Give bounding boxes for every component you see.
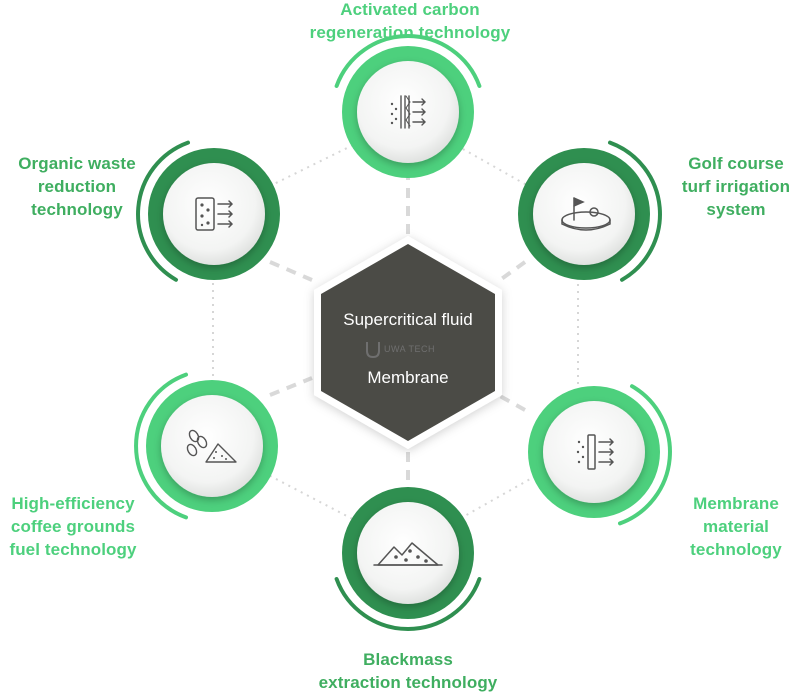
uwa-logo-icon bbox=[366, 342, 380, 359]
coffee-grounds-icon bbox=[186, 429, 237, 463]
label-blackmass: Blackmass extraction technology bbox=[290, 648, 526, 694]
label-line: system bbox=[706, 200, 766, 219]
membrane-filter-icon bbox=[576, 434, 615, 470]
blackmass-pile-icon bbox=[373, 542, 443, 566]
node-activated-carbon-filter bbox=[334, 34, 482, 178]
logo-text: UWA TECH bbox=[384, 344, 436, 354]
node-blackmass-pile bbox=[334, 487, 482, 631]
label-organic-waste: Organic waste reduction technology bbox=[4, 152, 150, 221]
center-top-text: Supercritical fluid bbox=[343, 310, 473, 329]
node-inner-disc bbox=[543, 401, 645, 503]
node-inner-disc bbox=[533, 163, 635, 265]
label-line: Membrane bbox=[693, 494, 779, 513]
node-coffee-grounds bbox=[134, 372, 278, 520]
label-line: fuel technology bbox=[9, 540, 137, 559]
label-line: reduction bbox=[37, 177, 117, 196]
node-inner-disc bbox=[357, 61, 459, 163]
node-outer-arc bbox=[134, 372, 188, 520]
label-line: Blackmass bbox=[363, 650, 453, 669]
label-line: extraction technology bbox=[318, 673, 498, 692]
label-line: technology bbox=[690, 540, 782, 559]
node-outer-arc bbox=[334, 34, 482, 88]
node-membrane-filter bbox=[528, 384, 672, 526]
center-hexagon bbox=[314, 236, 502, 449]
label-line: Activated carbon bbox=[340, 0, 480, 19]
node-outer-arc bbox=[136, 140, 190, 282]
node-outer-arc bbox=[608, 140, 662, 282]
nodes-layer bbox=[134, 34, 672, 631]
label-line: material bbox=[702, 517, 769, 536]
node-inner-disc bbox=[161, 395, 263, 497]
activated-carbon-filter-icon bbox=[390, 95, 426, 129]
label-activated-carbon: Activated carbon regeneration technology bbox=[280, 0, 540, 44]
node-inner-disc bbox=[357, 502, 459, 604]
label-membrane-material: Membrane material technology bbox=[676, 492, 796, 561]
node-outer-arc bbox=[618, 384, 672, 526]
label-golf-course: Golf course turf irrigation system bbox=[676, 152, 796, 221]
node-outer-arc bbox=[334, 577, 482, 631]
golf-green-icon bbox=[561, 197, 611, 231]
label-coffee-grounds: High-efficiency coffee grounds fuel tech… bbox=[0, 492, 146, 561]
label-line: technology bbox=[31, 200, 123, 219]
node-organic-waste-box bbox=[136, 140, 280, 282]
label-line: turf irrigation bbox=[681, 177, 791, 196]
label-line: Organic waste bbox=[18, 154, 136, 173]
label-line: regeneration technology bbox=[309, 23, 511, 42]
label-line: coffee grounds bbox=[10, 517, 136, 536]
label-line: High-efficiency bbox=[11, 494, 135, 513]
center-bottom-text: Membrane bbox=[367, 368, 449, 387]
label-line: Golf course bbox=[688, 154, 784, 173]
organic-waste-box-icon bbox=[195, 197, 234, 231]
node-golf-green bbox=[518, 140, 662, 282]
